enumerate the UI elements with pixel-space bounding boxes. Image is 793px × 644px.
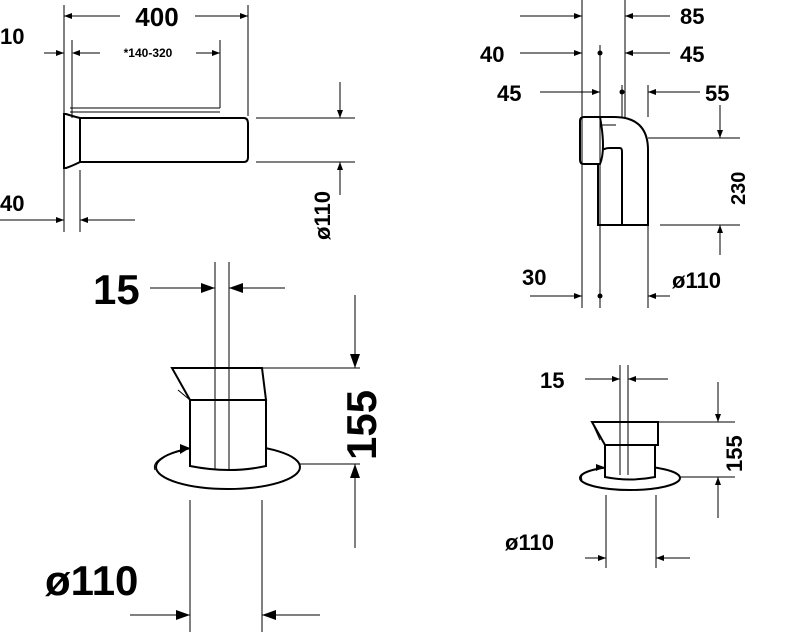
elbow-dot-53 bbox=[597, 50, 603, 56]
elbow-45-top-label: 45 bbox=[680, 42, 704, 67]
arrow-small-155-bottom bbox=[715, 477, 721, 485]
small-collar-edge bbox=[591, 421, 601, 441]
arrow-30 bbox=[574, 293, 582, 299]
arrow-40-a bbox=[56, 217, 64, 223]
arrow-dia-bottom bbox=[337, 162, 343, 170]
straight-pipe-body bbox=[79, 117, 249, 163]
elbow-flange bbox=[579, 116, 604, 165]
arrow-large-155-top bbox=[350, 354, 360, 368]
arrow-230-top bbox=[717, 130, 723, 138]
small-sleeve-body bbox=[604, 444, 656, 481]
arrow-10-a bbox=[56, 50, 64, 56]
arrow-large-15-a bbox=[201, 283, 215, 293]
elbow-dia-label: ø110 bbox=[672, 268, 721, 293]
arrow-small-155-top bbox=[715, 414, 721, 422]
arrow-400-right bbox=[240, 13, 248, 19]
elbow-dot-296 bbox=[597, 293, 603, 299]
arrow-230-bottom bbox=[717, 225, 723, 233]
elbow-85-label: 85 bbox=[680, 4, 704, 29]
large-sleeve-body bbox=[189, 399, 267, 471]
arrow-85-b bbox=[625, 13, 633, 19]
elbow-body bbox=[597, 116, 649, 226]
arrow-large-dia-a bbox=[176, 610, 190, 620]
arrow-small-15-b bbox=[628, 376, 636, 382]
arrow-55 bbox=[648, 89, 656, 95]
large-collar-edge bbox=[177, 389, 191, 401]
large-rotation-arc bbox=[153, 449, 186, 471]
small-15-label: 15 bbox=[540, 368, 564, 393]
arrow-40e bbox=[574, 50, 582, 56]
dim-10-label: 10 bbox=[0, 24, 24, 49]
small-rotation-arrow bbox=[596, 464, 604, 471]
elbow-dot-92 bbox=[619, 89, 625, 95]
dim-40-label: 40 bbox=[0, 191, 24, 216]
arrow-large-15-b bbox=[229, 283, 243, 293]
elbow-30-label: 30 bbox=[522, 265, 546, 290]
dim-dia-straight-label: ø110 bbox=[310, 191, 335, 240]
elbow-40-label: 40 bbox=[480, 42, 504, 67]
arrow-dia-elbow bbox=[648, 293, 656, 299]
dim-400-label: 400 bbox=[135, 2, 178, 32]
arrow-small-15-a bbox=[612, 376, 620, 382]
arrow-small-dia-a bbox=[598, 555, 606, 561]
large-rotation-arrow bbox=[180, 444, 190, 454]
arrow-400-left bbox=[64, 13, 72, 19]
arrow-dia-top bbox=[337, 110, 343, 118]
small-sleeve-collar bbox=[590, 421, 659, 446]
straight-pipe-flange bbox=[63, 113, 81, 169]
arrow-large-dia-b bbox=[262, 610, 276, 620]
arrow-45b bbox=[592, 89, 600, 95]
elbow-55-label: 55 bbox=[705, 81, 729, 106]
large-sleeve-view: 15 155 ø110 bbox=[45, 262, 385, 632]
arrow-40-b bbox=[80, 217, 88, 223]
small-155-label: 155 bbox=[722, 435, 747, 472]
large-15-label: 15 bbox=[93, 266, 140, 313]
arrow-45e bbox=[625, 50, 633, 56]
large-155-label: 155 bbox=[338, 390, 385, 460]
arrow-small-dia-b bbox=[656, 555, 664, 561]
small-sleeve-view: 15 155 ø110 bbox=[505, 365, 747, 568]
large-dia-label: ø110 bbox=[45, 557, 138, 604]
arrow-10-b bbox=[72, 50, 80, 56]
elbow-230-label: 230 bbox=[728, 172, 750, 205]
arrow-large-155-bottom bbox=[350, 464, 360, 478]
small-dia-label: ø110 bbox=[505, 530, 554, 555]
large-sleeve-collar bbox=[170, 367, 268, 401]
arrow-range-right bbox=[212, 50, 220, 56]
elbow-view: 85 40 45 45 55 230 30 ø110 bbox=[480, 0, 750, 308]
elbow-45-inner-label: 45 bbox=[497, 81, 521, 106]
dim-range-label: *140-320 bbox=[124, 46, 173, 60]
arrow-85-a bbox=[574, 13, 582, 19]
straight-pipe-view: 400 10 *140-320 40 ø110 bbox=[0, 2, 355, 240]
